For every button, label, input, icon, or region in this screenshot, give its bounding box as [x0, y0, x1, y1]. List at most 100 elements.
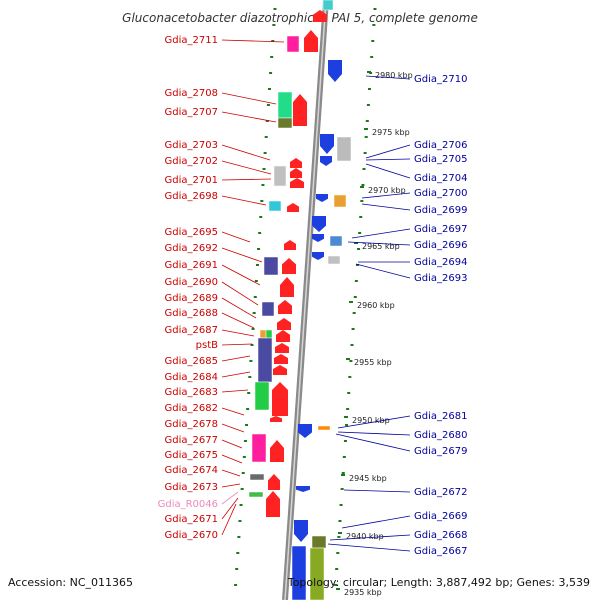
gene-label-left[interactable]: Gdia_2701	[165, 175, 218, 186]
gene-label-left[interactable]: Gdia_R0046	[158, 499, 218, 510]
gene-label-left[interactable]: Gdia_2711	[165, 35, 218, 46]
gene-label-left[interactable]: Gdia_2670	[165, 530, 218, 541]
gene-feature[interactable]	[273, 165, 287, 187]
gene-label-left[interactable]: Gdia_2695	[165, 227, 218, 238]
gene-feature[interactable]	[257, 337, 273, 383]
gene-label-left[interactable]: pstB	[196, 340, 218, 351]
gene-feature[interactable]	[254, 381, 270, 411]
gene-feature-reverse[interactable]	[296, 486, 310, 492]
gene-label-right[interactable]: Gdia_2699	[414, 205, 467, 216]
gene-feature-forward[interactable]	[290, 158, 302, 168]
gene-label-right[interactable]: Gdia_2679	[414, 446, 467, 457]
gene-feature-forward[interactable]	[290, 178, 304, 188]
gene-label-left[interactable]: Gdia_2677	[165, 435, 218, 446]
gene-label-left[interactable]: Gdia_2683	[165, 387, 218, 398]
gene-feature-forward[interactable]	[270, 416, 282, 422]
gene-feature[interactable]	[333, 194, 347, 208]
gene-label-right[interactable]: Gdia_2680	[414, 430, 467, 441]
gene-label-right[interactable]: Gdia_2667	[414, 546, 467, 557]
gene-feature-forward[interactable]	[268, 474, 280, 490]
gene-feature-reverse[interactable]	[316, 194, 328, 202]
gene-label-left[interactable]: Gdia_2688	[165, 308, 218, 319]
gene-label-right[interactable]: Gdia_2697	[414, 224, 467, 235]
gene-label-left[interactable]: Gdia_2687	[165, 325, 218, 336]
gene-feature[interactable]	[265, 329, 273, 339]
gene-feature-forward[interactable]	[270, 440, 284, 462]
gene-feature-forward[interactable]	[287, 203, 299, 212]
gene-feature-forward[interactable]	[280, 277, 294, 297]
gene-feature-forward[interactable]	[278, 300, 292, 314]
gene-label-right[interactable]: Gdia_2710	[414, 74, 467, 85]
gene-feature-forward[interactable]	[275, 343, 289, 353]
gene-label-left[interactable]: Gdia_2673	[165, 482, 218, 493]
gene-feature-reverse[interactable]	[312, 234, 324, 242]
gene-feature-forward[interactable]	[313, 10, 327, 22]
gene-feature[interactable]	[268, 200, 282, 212]
gene-label-left[interactable]: Gdia_2682	[165, 403, 218, 414]
gene-feature-reverse[interactable]	[328, 60, 342, 82]
gene-label-right[interactable]: Gdia_2693	[414, 273, 467, 284]
kbp-tick	[349, 301, 353, 303]
gene-feature[interactable]	[329, 235, 343, 247]
gene-feature-forward[interactable]	[274, 354, 288, 364]
gene-label-right[interactable]: Gdia_2704	[414, 173, 467, 184]
gene-label-right[interactable]: Gdia_2681	[414, 411, 467, 422]
gene-label-left[interactable]: Gdia_2692	[165, 243, 218, 254]
gene-label-left[interactable]: Gdia_2690	[165, 277, 218, 288]
gene-label-right[interactable]: Gdia_2672	[414, 487, 467, 498]
gene-label-left[interactable]: Gdia_2685	[165, 356, 218, 367]
gene-feature-forward[interactable]	[272, 382, 288, 416]
gene-label-left[interactable]: Gdia_2689	[165, 293, 218, 304]
gene-label-left[interactable]: Gdia_2703	[165, 140, 218, 151]
gene-feature-reverse[interactable]	[312, 216, 326, 232]
gene-feature-reverse[interactable]	[320, 134, 334, 154]
gene-feature[interactable]	[277, 91, 293, 119]
gene-feature-forward[interactable]	[282, 258, 296, 274]
gene-feature[interactable]	[249, 473, 265, 481]
gene-label-right[interactable]: Gdia_2694	[414, 257, 467, 268]
gene-feature[interactable]	[251, 433, 267, 463]
gene-feature[interactable]	[277, 117, 293, 129]
gene-label-left[interactable]: Gdia_2671	[165, 514, 218, 525]
gene-feature[interactable]	[336, 136, 352, 162]
gene-feature[interactable]	[259, 329, 267, 339]
gene-feature-forward[interactable]	[266, 491, 280, 517]
gene-feature[interactable]	[309, 547, 325, 600]
gene-label-right[interactable]: Gdia_2706	[414, 140, 467, 151]
gene-label-left[interactable]: Gdia_2707	[165, 107, 218, 118]
gene-feature-forward[interactable]	[284, 240, 296, 250]
gene-feature[interactable]	[327, 255, 341, 265]
gene-feature-forward[interactable]	[276, 330, 290, 342]
gene-label-left[interactable]: Gdia_2674	[165, 465, 218, 476]
gene-feature-forward[interactable]	[277, 318, 291, 330]
gene-feature[interactable]	[317, 425, 331, 431]
gene-feature-forward[interactable]	[293, 94, 307, 126]
gene-feature-forward[interactable]	[290, 168, 302, 178]
gene-label-right[interactable]: Gdia_2700	[414, 188, 467, 199]
gene-feature-reverse[interactable]	[294, 520, 308, 542]
gene-feature-reverse[interactable]	[298, 424, 312, 438]
gene-feature-reverse[interactable]	[312, 252, 324, 260]
gene-label-left[interactable]: Gdia_2675	[165, 450, 218, 461]
gene-feature[interactable]	[286, 35, 300, 53]
gene-label-right[interactable]: Gdia_2669	[414, 511, 467, 522]
gene-feature[interactable]	[322, 0, 334, 11]
gene-feature[interactable]	[263, 256, 279, 276]
gene-label-left[interactable]: Gdia_2702	[165, 156, 218, 167]
gene-feature[interactable]	[248, 491, 264, 498]
gene-label-left[interactable]: Gdia_2684	[165, 372, 218, 383]
gene-feature[interactable]	[311, 535, 327, 549]
gene-label-left[interactable]: Gdia_2708	[165, 88, 218, 99]
gene-label-left[interactable]: Gdia_2678	[165, 419, 218, 430]
gene-label-right[interactable]: Gdia_2705	[414, 154, 467, 165]
gene-label-right[interactable]: Gdia_2668	[414, 530, 467, 541]
gene-label-right[interactable]: Gdia_2696	[414, 240, 467, 251]
gene-feature[interactable]	[291, 545, 307, 600]
gene-feature-forward[interactable]	[273, 365, 287, 375]
gene-feature-forward[interactable]	[304, 30, 318, 52]
gene-feature[interactable]	[261, 301, 275, 317]
gene-feature-reverse[interactable]	[320, 156, 332, 166]
scale-tick	[348, 376, 352, 378]
gene-label-left[interactable]: Gdia_2698	[165, 191, 218, 202]
gene-label-left[interactable]: Gdia_2691	[165, 260, 218, 271]
